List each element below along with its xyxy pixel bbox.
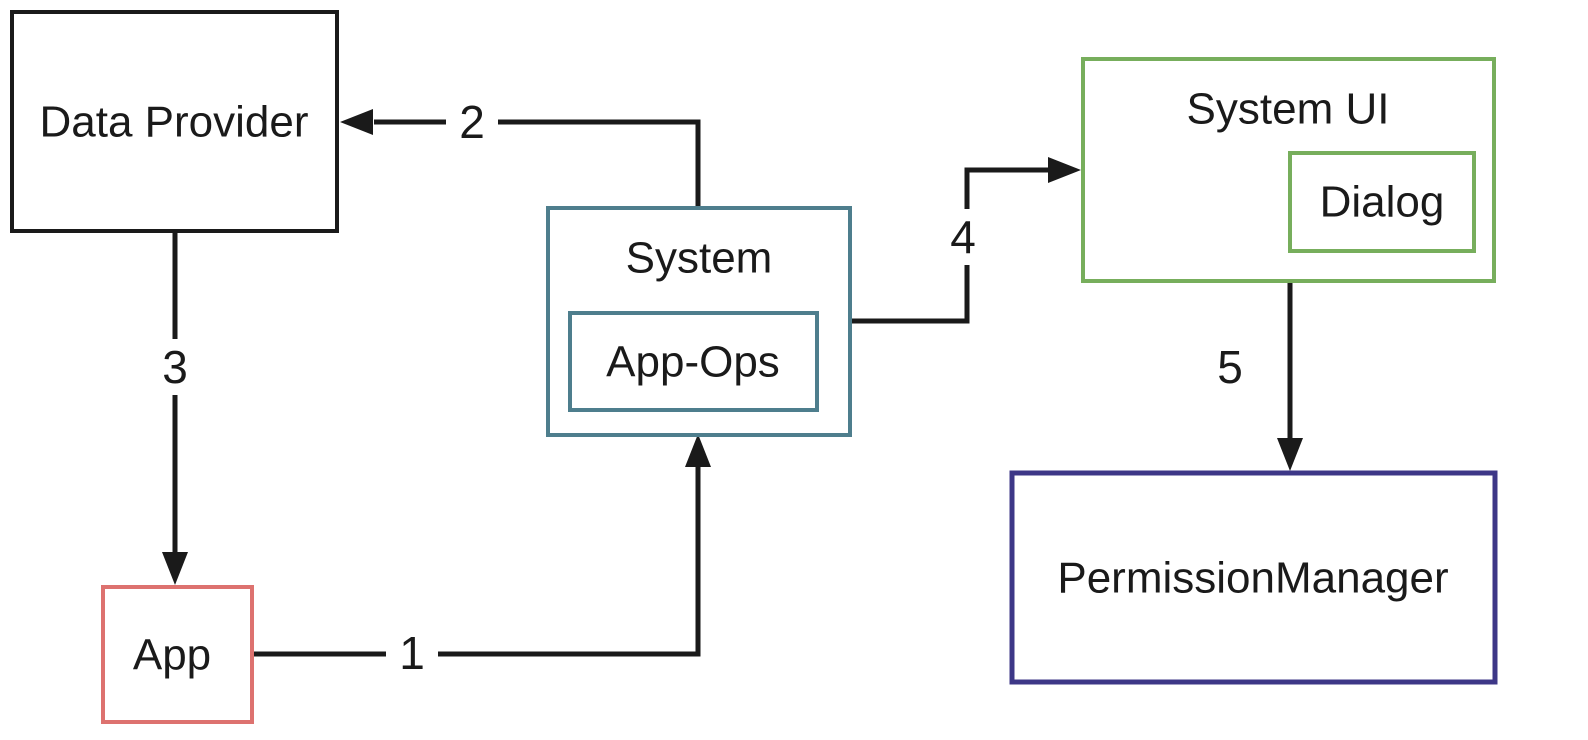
edge-4: 4: [850, 157, 1081, 324]
edge-1-label: 1: [399, 627, 425, 679]
dialog-label: Dialog: [1320, 178, 1445, 227]
data-provider-label: Data Provider: [39, 98, 308, 147]
edge-2-arrowhead-icon: [340, 109, 373, 135]
edge-4-label: 4: [950, 211, 976, 263]
edge-1: 1: [252, 434, 711, 682]
node-permission-manager: PermissionManager: [1009, 470, 1498, 685]
node-system: System App-Ops: [546, 206, 852, 437]
permission-manager-label: PermissionManager: [1057, 554, 1448, 603]
app-ops-box: [568, 311, 819, 412]
node-system-ui: System UI Dialog: [1081, 57, 1496, 283]
data-provider-box: [10, 10, 339, 233]
edge-5-arrowhead-icon: [1277, 438, 1303, 471]
app-ops-label: App-Ops: [606, 338, 780, 387]
edge-2: 2: [340, 95, 701, 208]
system-label: System: [626, 234, 773, 283]
node-data-provider: Data Provider: [10, 10, 339, 233]
edge-3-arrowhead-icon: [162, 552, 188, 585]
edge-1-label-backing: [386, 626, 438, 682]
app-label: App: [133, 631, 211, 680]
edge-2-label: 2: [459, 96, 485, 148]
edge-2-line: [374, 119, 701, 208]
edge-1-line: [252, 441, 701, 657]
edge-3: 3: [149, 232, 201, 585]
node-app: App: [101, 585, 254, 724]
edge-5: 5: [1217, 283, 1303, 471]
system-ui-label: System UI: [1187, 85, 1390, 134]
edge-5-label: 5: [1217, 341, 1243, 393]
app-box: [101, 585, 254, 724]
edge-3-label: 3: [162, 341, 188, 393]
dialog-box: [1288, 151, 1476, 253]
permission-manager-box: [1009, 470, 1498, 685]
edge-4-arrowhead-icon: [1048, 157, 1081, 183]
edge-3-label-backing: [149, 339, 201, 395]
edge-2-label-backing: [446, 95, 498, 149]
edge-4-label-backing: [937, 209, 989, 265]
edge-1-arrowhead-icon: [685, 434, 711, 467]
